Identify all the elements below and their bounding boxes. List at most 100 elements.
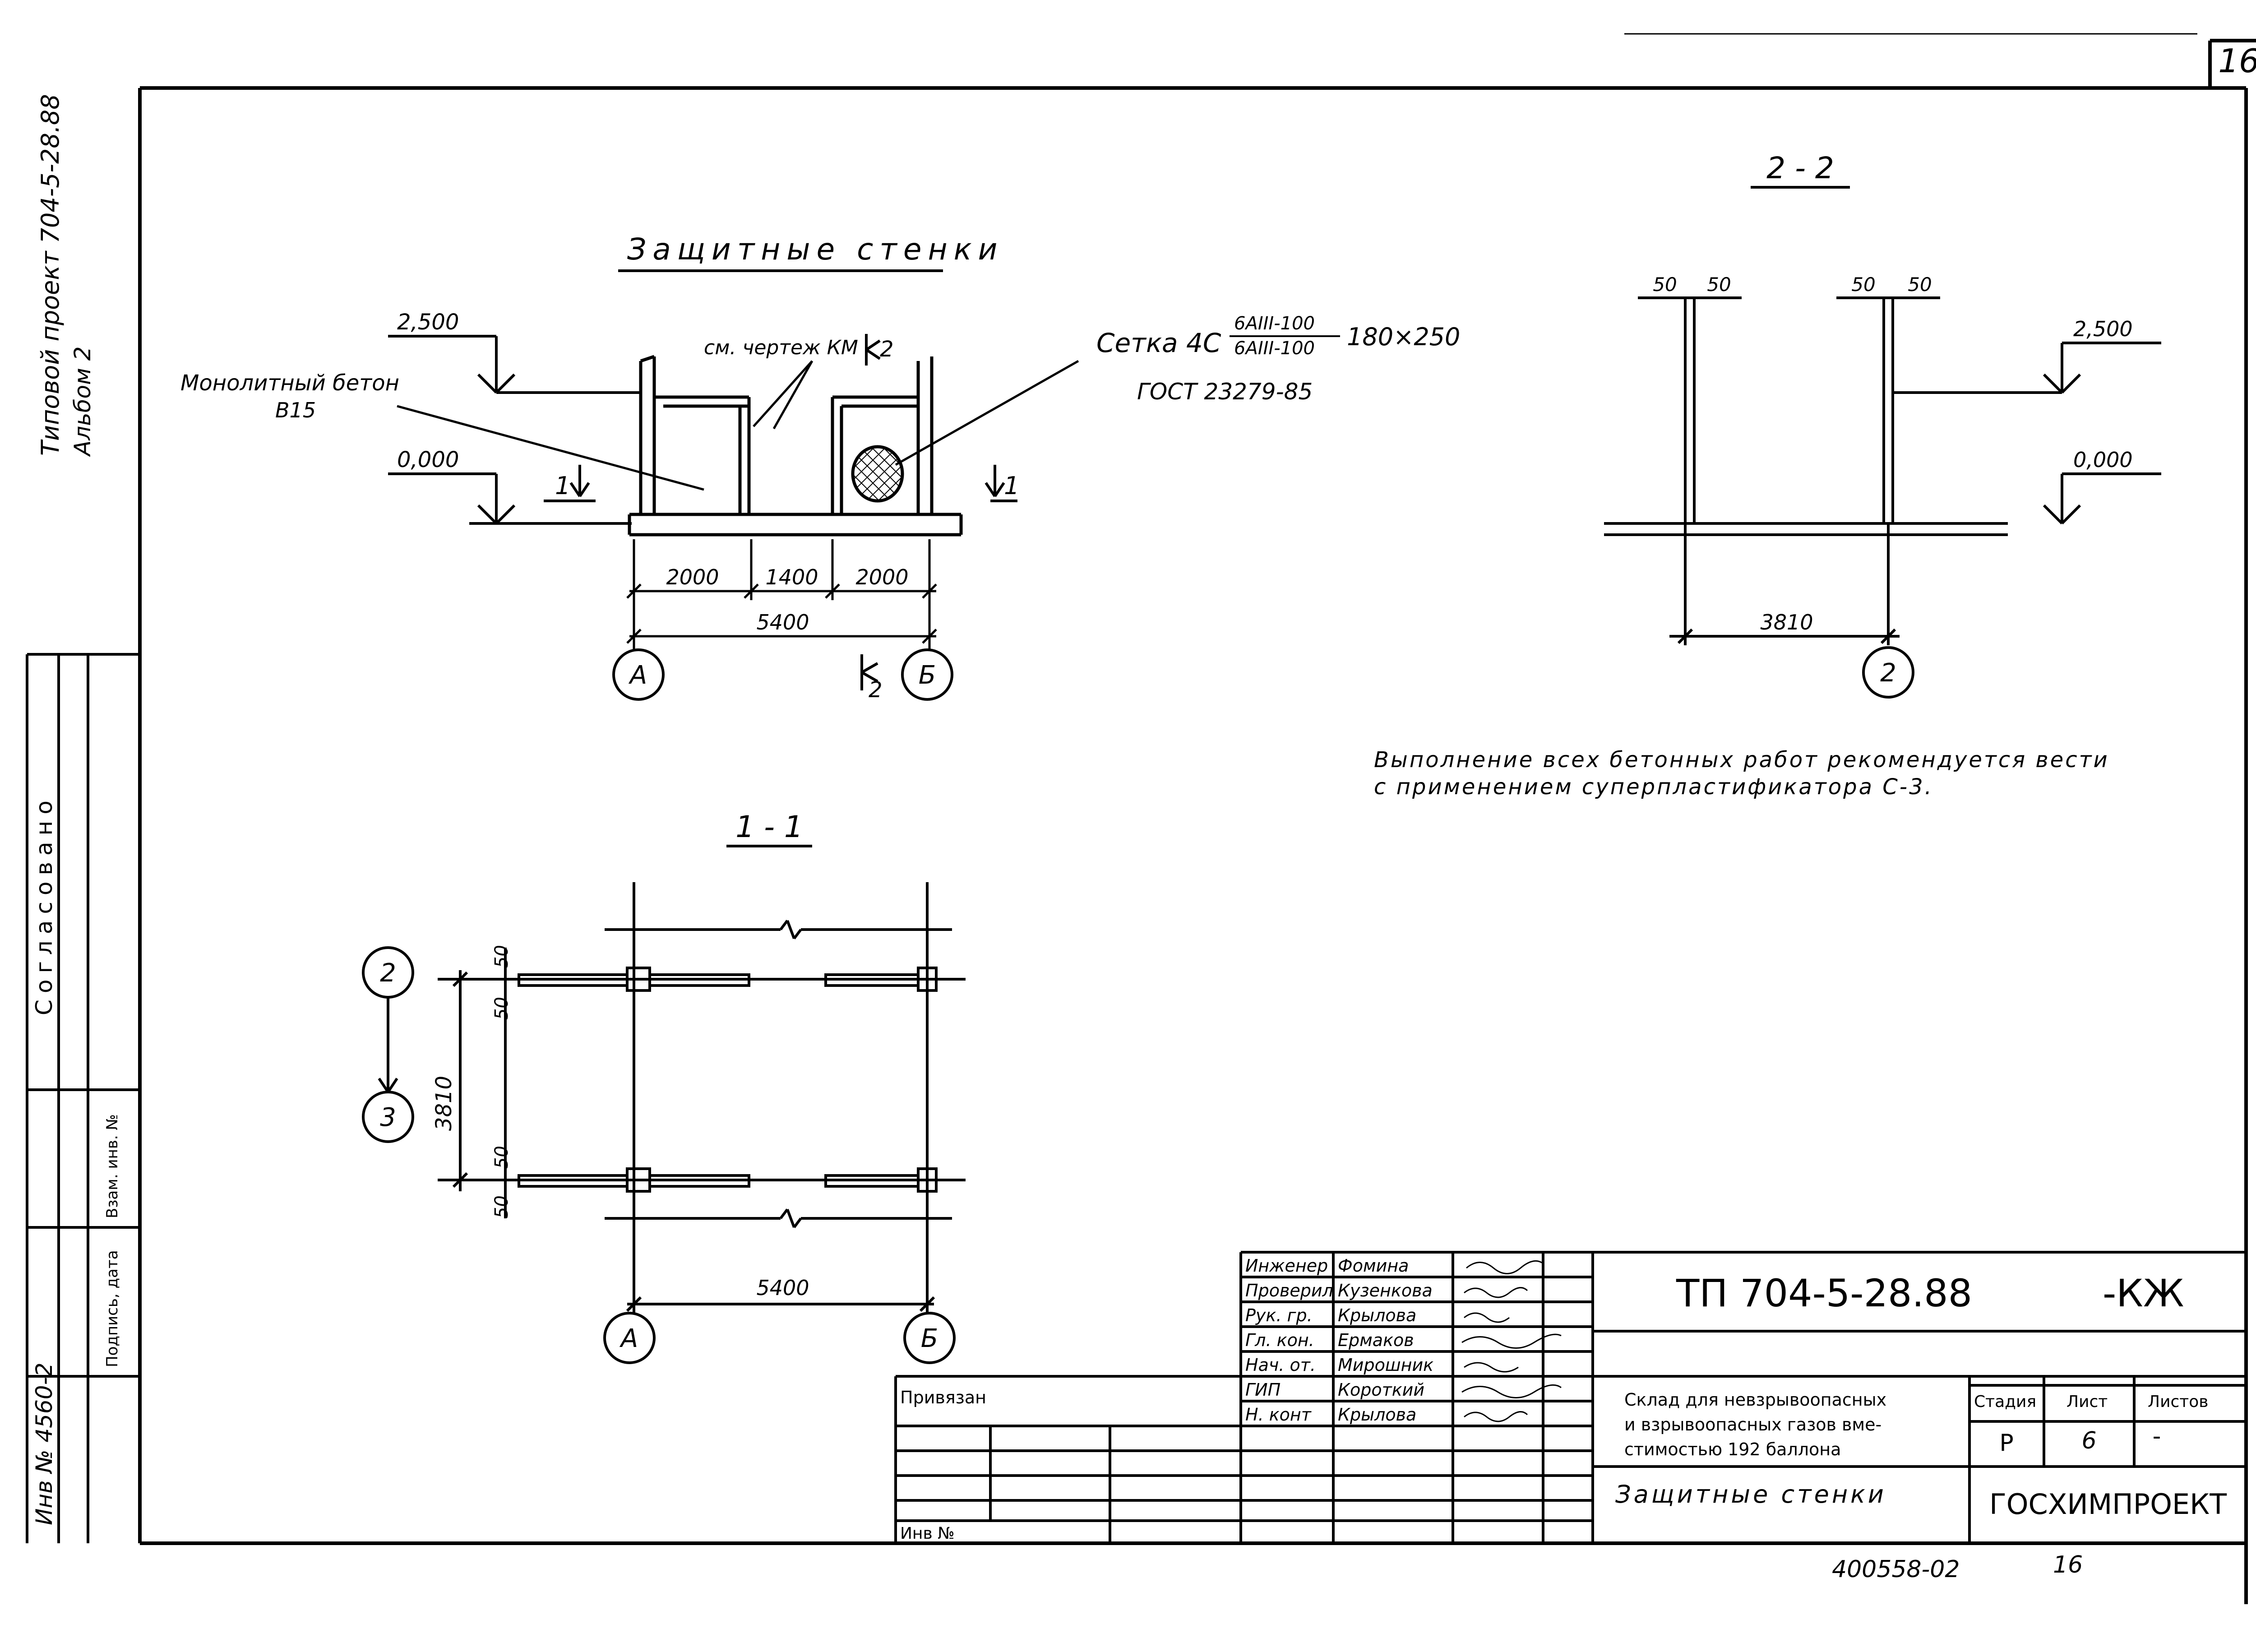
leader-lines <box>397 360 1079 491</box>
axis-2-22: 2 <box>1880 658 1896 688</box>
stage-label: Стадия <box>1974 1393 2036 1411</box>
label-see-drawing: см. чертеж КМ <box>704 336 858 359</box>
main-title: Защитные стенки <box>627 232 1003 267</box>
section-2-2-title: 2 - 2 <box>1766 151 1834 185</box>
dim-50-11-a: 50 <box>491 945 512 968</box>
doc-suffix: -КЖ <box>2103 1271 2184 1315</box>
cut-2-top: 2 <box>880 337 894 362</box>
role-2: Рук. гр. <box>1245 1305 1313 1325</box>
name-2: Крылова <box>1338 1305 1416 1325</box>
privyazan-label: Привязан <box>900 1388 986 1407</box>
axis-a-11: А <box>619 1324 638 1353</box>
dim-5400-11: 5400 <box>756 1276 809 1300</box>
dim-50-11-c: 50 <box>491 1146 512 1169</box>
title-block <box>894 1251 2246 1543</box>
dim-3810-11: 3810 <box>431 1076 457 1131</box>
note-line-2: с применением суперпластификатора С-3. <box>1374 774 1933 800</box>
sheet-label: Лист <box>2066 1393 2108 1411</box>
name-5: Короткий <box>1338 1380 1424 1400</box>
level-marks-plan <box>388 335 641 525</box>
sheet-value: 6 <box>2081 1427 2096 1454</box>
organization: ГОСХИМПРОЕКТ <box>1989 1488 2227 1521</box>
level-top: 2,500 <box>397 310 459 335</box>
dim-50-d: 50 <box>1908 273 1932 296</box>
axis-bubble-2-22 <box>1862 646 1914 699</box>
axis-b-plan: Б <box>919 661 936 690</box>
axis-a-plan: А <box>629 661 647 690</box>
dim-5400: 5400 <box>756 610 809 634</box>
name-6: Крылова <box>1338 1405 1416 1425</box>
section-1-1-title: 1 - 1 <box>735 810 803 844</box>
side-replace-inv: Взам. инв. № <box>103 1114 121 1218</box>
sheets-label: Листов <box>2148 1393 2208 1411</box>
side-agreed: Согласовано <box>31 794 57 1015</box>
cut-1-left: 1 <box>555 472 570 500</box>
inv-no-label: Инв № <box>900 1524 955 1543</box>
name-3: Ермаков <box>1338 1330 1414 1350</box>
dim-50-11-b: 50 <box>491 997 512 1020</box>
note-line-1: Выполнение всех бетонных работ рекоменду… <box>1374 747 2109 773</box>
label-concrete: Монолитный бетон <box>180 370 399 396</box>
side-sign-date: Подпись, дата <box>103 1250 121 1367</box>
label-mesh-denominator: 6АIII-100 <box>1234 338 1315 359</box>
axis-bubble-a-11 <box>603 1312 656 1364</box>
role-4: Нач. от. <box>1245 1355 1316 1375</box>
project-line-2: и взрывоопасных газов вме- <box>1624 1415 1882 1435</box>
project-line-3: стимостью 192 баллона <box>1624 1439 1841 1459</box>
cut-2-bottom: 2 <box>869 677 883 703</box>
dim-2000-left: 2000 <box>666 565 719 589</box>
level-top-22: 2,500 <box>2073 317 2133 341</box>
side-stamp-strip <box>26 653 140 1543</box>
sheet-frame <box>138 33 2256 1604</box>
name-1: Кузенкова <box>1338 1281 1433 1300</box>
label-mesh-gost: ГОСТ 23279-85 <box>1137 379 1313 405</box>
axis-bubble-3-11 <box>362 1091 414 1143</box>
axis-bubbles-plan <box>612 648 953 701</box>
signatures <box>1461 1260 1562 1422</box>
sheet-number: 16 <box>2218 42 2256 80</box>
label-mesh-size: 180×250 <box>1347 323 1460 351</box>
level-zero-22: 0,000 <box>2073 448 2133 472</box>
role-1: Проверил <box>1245 1281 1333 1300</box>
footer-code: 400558-02 <box>1832 1556 1960 1583</box>
cut-markers-1 <box>544 465 1017 502</box>
sheet-title: Защитные стенки <box>1615 1480 1886 1509</box>
role-3: Гл. кон. <box>1245 1330 1314 1350</box>
sheets-value: - <box>2153 1423 2161 1450</box>
name-4: Мирошник <box>1338 1355 1433 1375</box>
label-mesh: Сетка 4С <box>1096 328 1221 358</box>
cut-markers-2 <box>860 334 881 690</box>
axis-bubble-b-11 <box>903 1312 956 1364</box>
side-inv-number: Инв № 4560-2 <box>31 1363 57 1525</box>
dim-1400: 1400 <box>765 565 818 589</box>
doc-code: ТП 704-5-28.88 <box>1676 1271 1972 1315</box>
dim-3810-22: 3810 <box>1760 610 1813 634</box>
section-1-1-drawing <box>378 882 966 1313</box>
axis-2-11: 2 <box>380 958 396 988</box>
axis-3-11: 3 <box>380 1103 396 1132</box>
name-0: Фомина <box>1338 1256 1409 1276</box>
dim-50-c: 50 <box>1851 273 1875 296</box>
role-5: ГИП <box>1245 1380 1281 1400</box>
footer-page: 16 <box>2053 1551 2083 1578</box>
label-concrete-class: В15 <box>275 398 316 422</box>
dimension-lines-plan <box>626 539 937 650</box>
side-album: Альбом 2 <box>69 347 96 457</box>
mesh-hatch-symbol <box>851 445 904 503</box>
section-2-2-drawing <box>1604 296 2161 645</box>
axis-bubble-2-11 <box>362 946 414 999</box>
wall-elevation <box>628 355 963 537</box>
level-zero: 0,000 <box>397 447 459 472</box>
stage-value: Р <box>1999 1430 2013 1457</box>
project-line-1: Склад для невзрывоопасных <box>1624 1390 1886 1410</box>
dim-50-a: 50 <box>1653 273 1677 296</box>
label-mesh-numerator: 6АIII-100 <box>1234 313 1315 334</box>
dim-50-11-d: 50 <box>491 1195 512 1218</box>
role-0: Инженер <box>1245 1256 1328 1276</box>
dim-2000-right: 2000 <box>855 565 908 589</box>
role-6: Н. конт <box>1245 1405 1312 1425</box>
side-project-title: Типовой проект 704-5-28.88 <box>36 94 65 456</box>
cut-1-right: 1 <box>1004 472 1019 500</box>
dim-50-b: 50 <box>1707 273 1731 296</box>
